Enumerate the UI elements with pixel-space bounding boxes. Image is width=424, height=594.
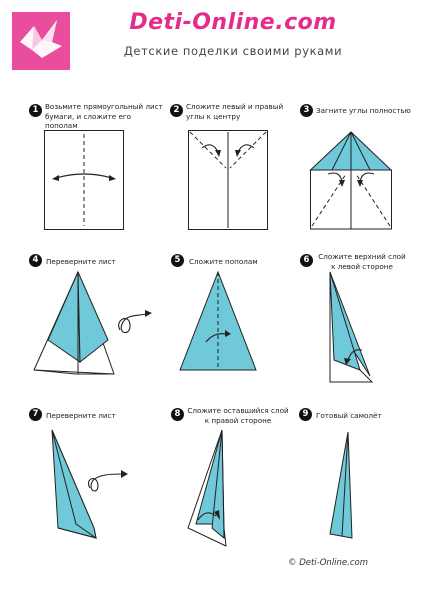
step-number: 5 xyxy=(171,254,184,267)
logo-origami-crane-icon xyxy=(12,12,70,70)
step-number: 3 xyxy=(300,104,313,117)
step-7-diagram xyxy=(51,429,128,540)
step-caption: Переверните лист xyxy=(46,411,116,420)
step-number: 9 xyxy=(299,408,312,421)
step-caption: Возьмите прямоугольный лист бумаги, и сл… xyxy=(45,102,163,130)
step-6-diagram xyxy=(329,271,374,383)
site-tagline: Детские поделки своими руками xyxy=(123,44,343,58)
step-9-diagram xyxy=(329,431,353,539)
step-caption: Переверните лист xyxy=(46,257,116,266)
site-brand: Deti-Online.com xyxy=(129,10,337,35)
copyright-footer: © Deti-Online.com xyxy=(288,558,369,568)
step-1-diagram xyxy=(44,130,124,230)
step-4-diagram xyxy=(33,270,152,375)
step-number: 6 xyxy=(300,254,313,267)
step-caption: Сложите пополам xyxy=(189,257,258,266)
step-number: 7 xyxy=(29,408,42,421)
step-2-diagram xyxy=(188,130,268,230)
step-5-diagram xyxy=(179,270,257,371)
step-caption: Сложите верхний слой к левой стороне xyxy=(318,252,406,271)
step-number: 8 xyxy=(171,408,184,421)
step-8-diagram xyxy=(187,429,227,547)
step-number: 2 xyxy=(170,104,183,117)
step-3-diagram xyxy=(309,131,393,230)
step-caption: Сложите левый и правый углы к центру xyxy=(186,102,284,121)
step-number: 4 xyxy=(29,254,42,267)
step-caption: Сложите оставшийся слой к правой стороне xyxy=(187,406,289,425)
step-number: 1 xyxy=(29,104,42,117)
step-caption: Загните углы полностью xyxy=(316,106,411,115)
step-caption: Готовый самолёт xyxy=(316,411,382,420)
